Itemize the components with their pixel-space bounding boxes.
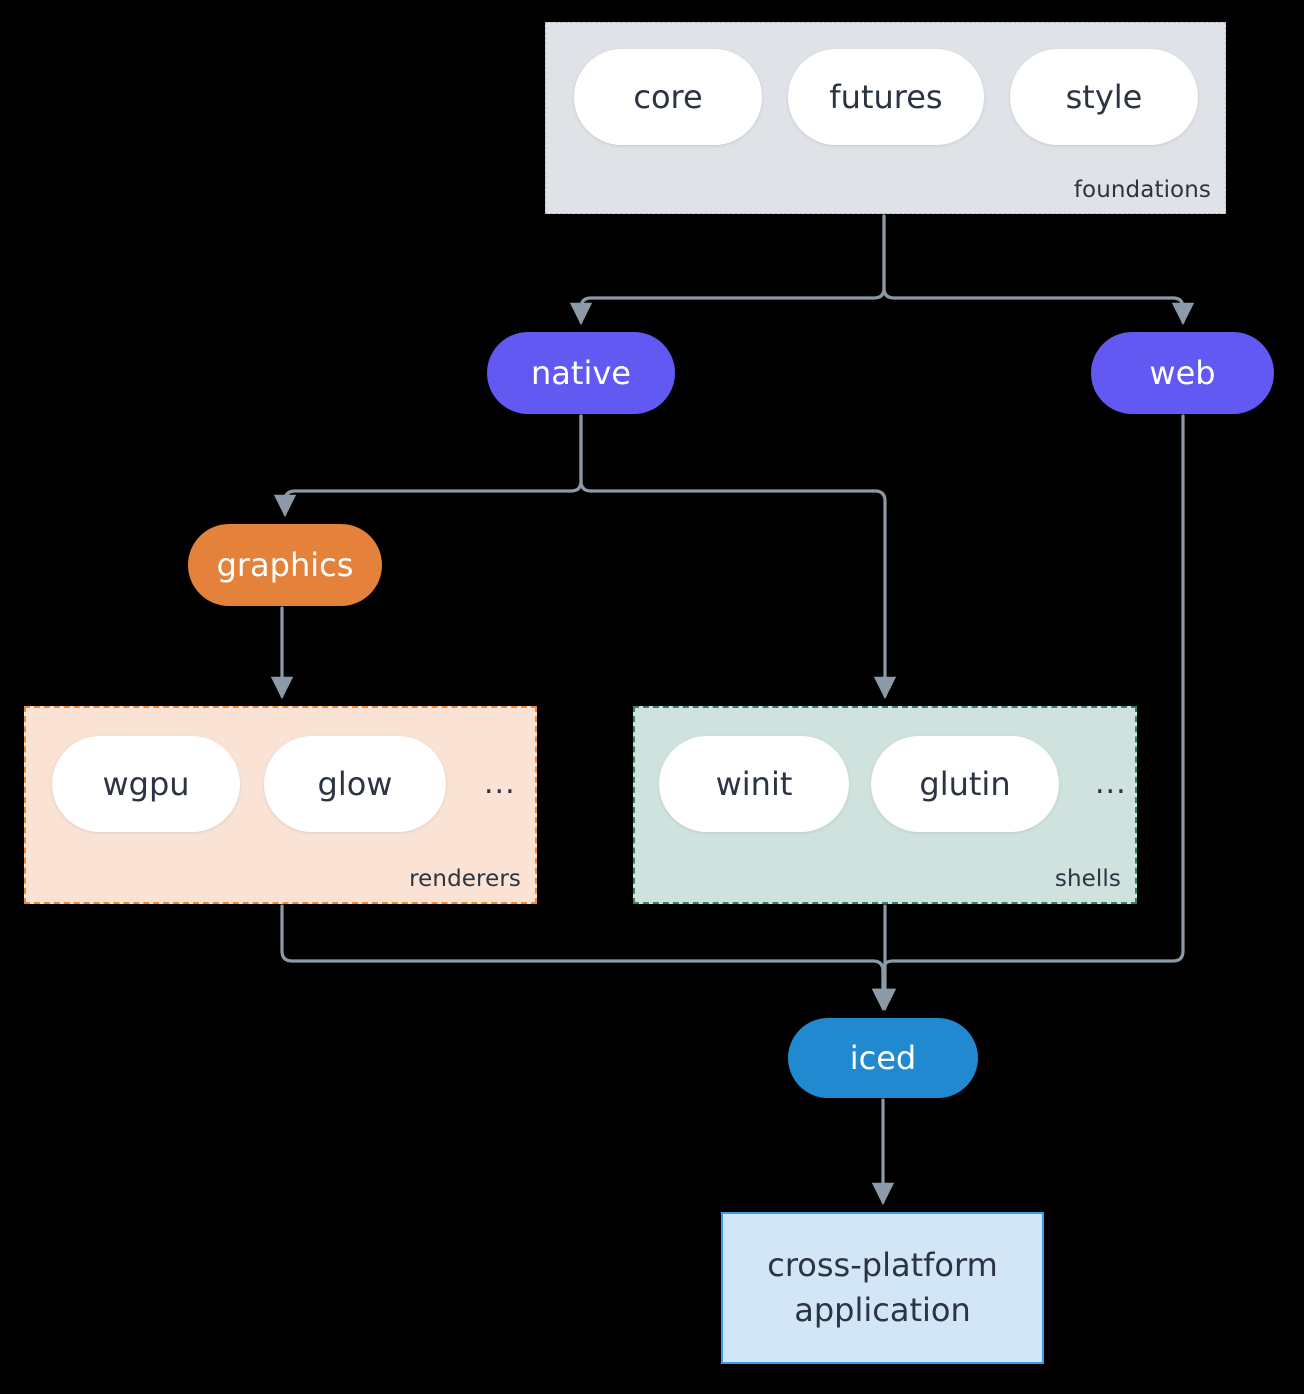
group-label-shells: shells: [1054, 866, 1121, 892]
pill-glutin[interactable]: glutin: [871, 736, 1059, 832]
pill-futures[interactable]: futures: [788, 49, 984, 145]
edge-foundations-web: [882, 214, 1195, 326]
pill-winit[interactable]: winit: [659, 736, 849, 832]
group-label-foundations: foundations: [1073, 177, 1211, 203]
application-label-line1: cross-platform: [767, 1245, 998, 1284]
group-renderers[interactable]: wgpu glow ... renderers: [24, 706, 537, 904]
node-native[interactable]: native: [487, 332, 675, 414]
node-cross-platform-application[interactable]: cross-platform application: [721, 1212, 1044, 1364]
pill-core[interactable]: core: [574, 49, 762, 145]
shells-more-ellipsis: ...: [1095, 766, 1127, 801]
pill-wgpu[interactable]: wgpu: [52, 736, 240, 832]
shells-member-row: winit glutin ...: [659, 736, 1133, 832]
edge-renderers-iced: [280, 904, 895, 1012]
edge-foundations-native: [569, 214, 886, 326]
group-shells[interactable]: winit glutin ... shells: [633, 706, 1137, 904]
node-web[interactable]: web: [1091, 332, 1274, 414]
edge-native-graphics: [273, 414, 583, 518]
application-label-line2: application: [794, 1291, 971, 1329]
renderers-more-ellipsis: ...: [484, 766, 516, 801]
edge-native-shells: [579, 414, 897, 700]
renderers-member-row: wgpu glow ...: [52, 736, 522, 832]
foundations-member-row: core futures style: [574, 49, 1198, 145]
group-label-renderers: renderers: [409, 866, 521, 892]
node-graphics[interactable]: graphics: [188, 524, 382, 606]
pill-glow[interactable]: glow: [264, 736, 446, 832]
node-iced[interactable]: iced: [788, 1018, 978, 1098]
pill-style[interactable]: style: [1010, 49, 1198, 145]
group-foundations[interactable]: core futures style foundations: [545, 22, 1226, 214]
